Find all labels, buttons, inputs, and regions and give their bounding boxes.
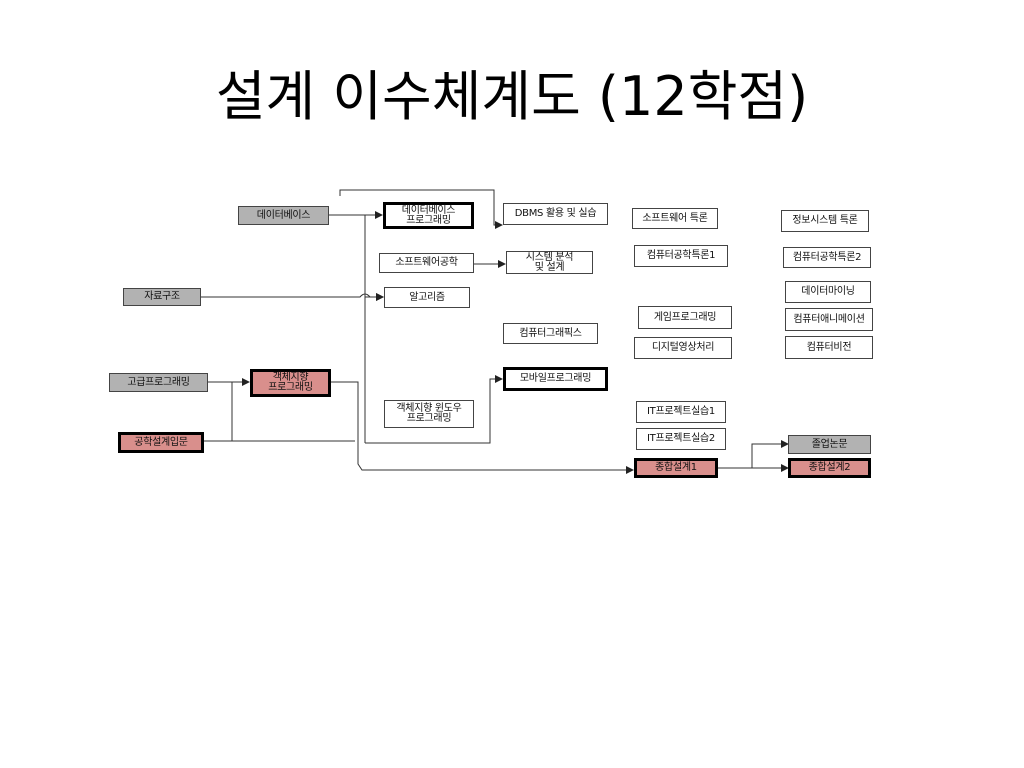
- node-software-special: 소프트웨어 특론: [632, 208, 718, 229]
- connector-engdesign-oop: [204, 382, 233, 442]
- connector-spine-mobile: [365, 375, 503, 444]
- connector-oop-capstone: [331, 381, 634, 474]
- node-mobile-programming: 모바일프로그래밍: [503, 367, 608, 391]
- node-algorithms: 알고리즘: [384, 287, 470, 308]
- node-cs-special1: 컴퓨터공학특론1: [634, 245, 728, 267]
- node-info-systems-special: 정보시스템 특론: [781, 210, 869, 232]
- node-dbms: DBMS 활용 및 실습: [503, 203, 608, 225]
- node-system-analysis: 시스템 분석 및 설계: [506, 251, 593, 274]
- node-data-structures: 자료구조: [123, 288, 201, 306]
- node-db-programming: 데이터베이스 프로그래밍: [383, 202, 474, 229]
- connector-capstone1-thesis: [751, 440, 789, 468]
- connector-datastructures-algorithm: [201, 293, 384, 301]
- node-cs-special2: 컴퓨터공학특론2: [783, 247, 871, 268]
- connector-dbprog-dbms: [493, 204, 503, 229]
- connector-top-bracket: [339, 189, 495, 204]
- node-game-programming: 게임프로그래밍: [638, 306, 732, 329]
- node-capstone2: 종합설계2: [788, 458, 871, 478]
- node-graduation-thesis: 졸업논문: [788, 435, 871, 454]
- node-oo-window-programming: 객체지향 윈도우 프로그래밍: [384, 400, 474, 428]
- node-software-engineering: 소프트웨어공학: [379, 253, 474, 273]
- node-capstone1: 종합설계1: [634, 458, 718, 478]
- node-digital-image: 디지털영상처리: [634, 337, 732, 359]
- node-computer-vision: 컴퓨터비전: [785, 336, 873, 359]
- node-engineering-design-intro: 공학설계입문: [118, 432, 204, 453]
- node-it-project1: IT프로젝트실습1: [636, 401, 726, 423]
- node-data-mining: 데이터마이닝: [785, 281, 871, 303]
- page-title: 설계 이수체계도 (12학점): [215, 65, 809, 128]
- node-database: 데이터베이스: [238, 206, 329, 225]
- node-it-project2: IT프로젝트실습2: [636, 428, 726, 450]
- node-computer-graphics: 컴퓨터그래픽스: [503, 323, 598, 344]
- node-computer-animation: 컴퓨터애니메이션: [785, 308, 873, 331]
- node-advanced-programming: 고급프로그래밍: [109, 373, 208, 392]
- node-oop: 객체지향 프로그래밍: [250, 369, 331, 397]
